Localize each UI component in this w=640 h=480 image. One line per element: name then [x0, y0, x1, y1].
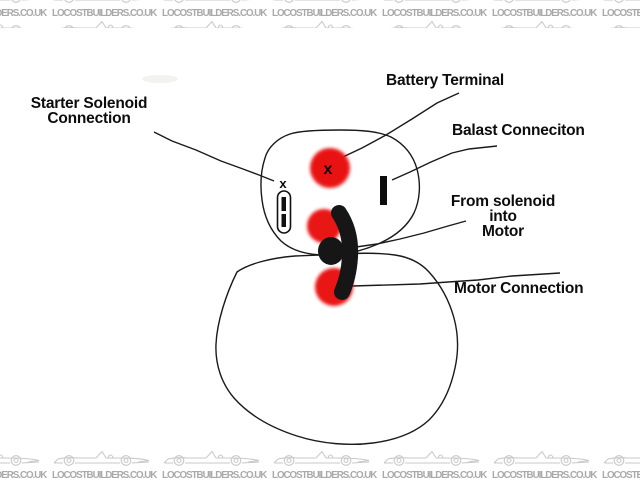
watermark-text: LOCOSTBUILDERS.CO.UK — [0, 469, 47, 480]
label-starter-solenoid-connection: Starter Solenoid Connection — [30, 95, 148, 127]
cable-stroke-bulge — [318, 237, 344, 265]
spade-connector-capsule — [276, 190, 292, 234]
watermark-text: LOCOSTBUILDERS.CO.UK — [602, 7, 640, 19]
watermark-banner-top: LOCOSTBUILDERS.CO.UK LOCOSTBUILDERS.CO.UK… — [0, 0, 640, 28]
pointer-battery-terminal — [334, 92, 460, 163]
watermark-text: LOCOSTBUILDERS.CO.UK — [382, 7, 487, 19]
pointer-ballast — [391, 145, 498, 181]
scan-smudge — [142, 75, 178, 83]
label-battery-terminal: Battery Terminal — [386, 72, 504, 89]
pointer-motor-connection — [351, 272, 561, 287]
watermark-banner-bottom: LOCOSTBUILDERS.CO.UK LOCOSTBUILDERS.CO.UK… — [0, 448, 640, 480]
watermark-text: LOCOSTBUILDERS.CO.UK — [602, 469, 640, 480]
cable-stroke — [331, 205, 359, 300]
label-from-solenoid-into-motor: From solenoid into Motor — [450, 193, 556, 240]
label-motor-connection: Motor Connection — [454, 280, 584, 297]
watermark-text-row: LOCOSTBUILDERS.CO.UK LOCOSTBUILDERS.CO.UK… — [0, 3, 640, 21]
spade-connector-pin-lower — [281, 214, 286, 227]
watermark-text: LOCOSTBUILDERS.CO.UK — [272, 469, 377, 480]
spade-connector-pin-upper — [281, 197, 286, 211]
pointer-starter-solenoid — [153, 131, 275, 182]
battery-terminal-x: x — [324, 161, 333, 178]
watermark-text: LOCOSTBUILDERS.CO.UK — [162, 7, 267, 19]
battery-terminal-dot-core — [314, 152, 346, 184]
watermark-text-row: LOCOSTBUILDERS.CO.UK LOCOSTBUILDERS.CO.UK… — [0, 465, 640, 480]
watermark-text: LOCOSTBUILDERS.CO.UK — [52, 469, 157, 480]
spade-connector-x: x — [279, 176, 287, 191]
label-ballast-connection: Balast Conneciton — [452, 122, 585, 139]
watermark-text: LOCOSTBUILDERS.CO.UK — [492, 469, 597, 480]
watermark-text: LOCOSTBUILDERS.CO.UK — [382, 469, 487, 480]
watermark-text: LOCOSTBUILDERS.CO.UK — [272, 7, 377, 19]
watermark-text: LOCOSTBUILDERS.CO.UK — [0, 7, 47, 19]
ballast-connection-bar — [380, 176, 387, 205]
watermark-text: LOCOSTBUILDERS.CO.UK — [492, 7, 597, 19]
pointer-from-solenoid — [355, 220, 467, 248]
watermark-text: LOCOSTBUILDERS.CO.UK — [162, 469, 267, 480]
watermark-text: LOCOSTBUILDERS.CO.UK — [52, 7, 157, 19]
